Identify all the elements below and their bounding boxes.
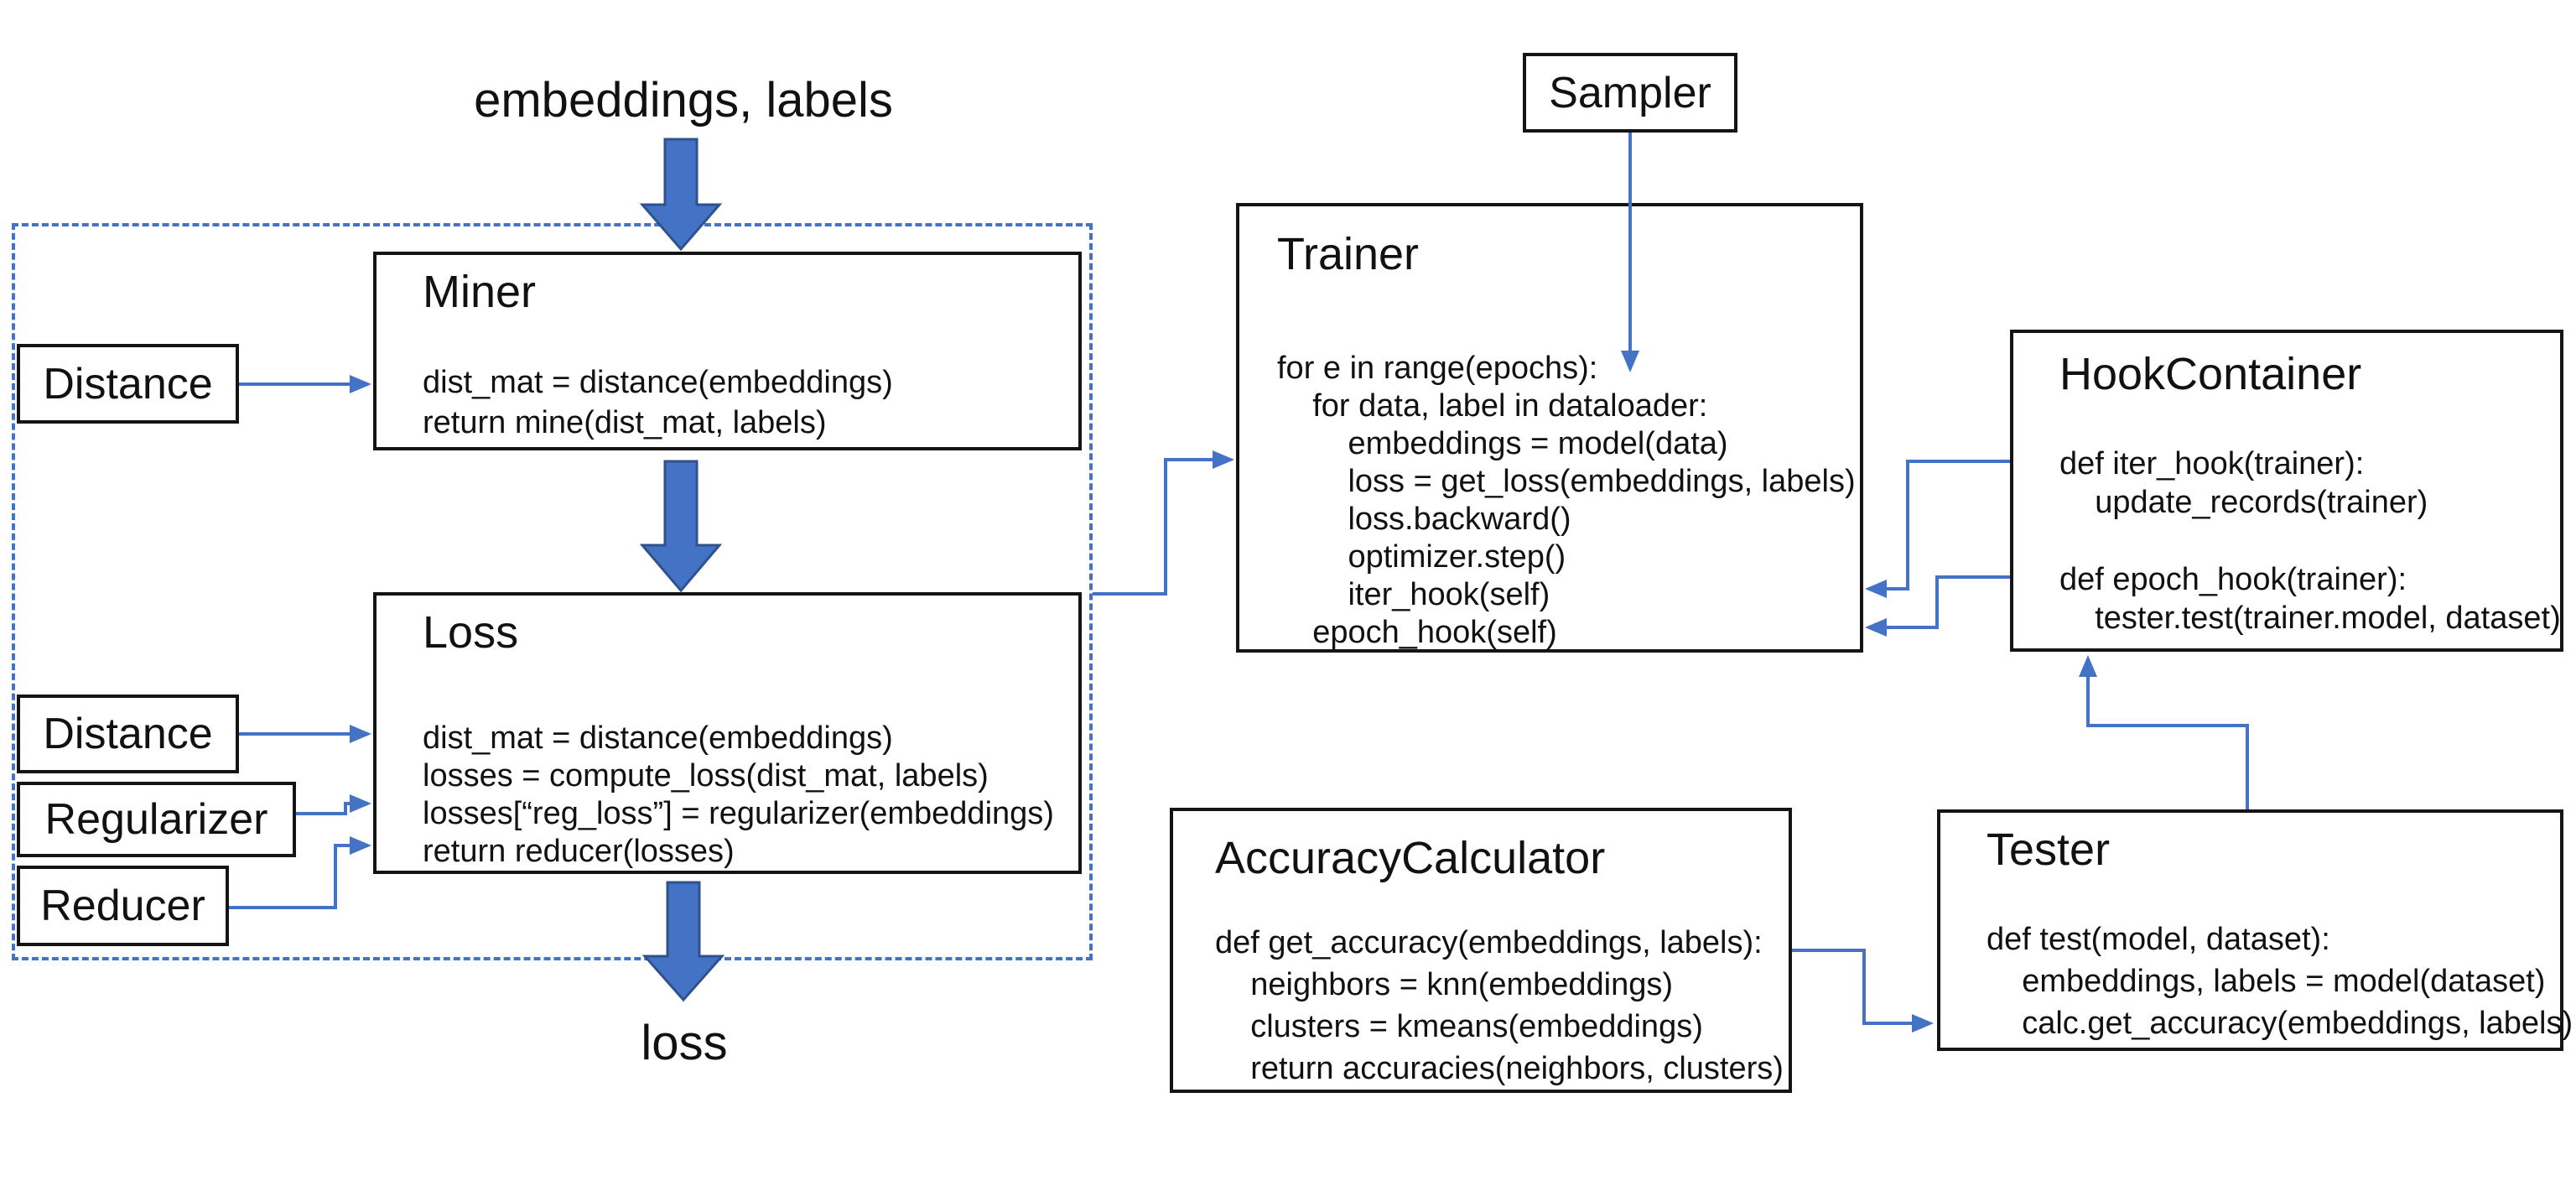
miner-box: Miner dist_mat = distance(embeddings) re…: [373, 252, 1082, 450]
miner-title: Miner: [423, 267, 537, 317]
trainer-code: for e in range(epochs): for data, label …: [1277, 350, 1860, 652]
code-line: epoch_hook(self): [1277, 615, 1557, 650]
trainer-title: Trainer: [1277, 229, 1420, 279]
flow-output-label: loss: [641, 1016, 728, 1070]
code-line: iter_hook(self): [1277, 577, 1550, 612]
distance-label: Distance: [43, 710, 213, 758]
connector-accuracy-to-tester: [1792, 949, 1934, 1033]
code-line: [2059, 522, 2560, 560]
code-line: dist_mat = distance(embeddings): [423, 721, 893, 756]
code-line: embeddings = model(data): [1277, 426, 1728, 461]
connector-tester-to-hook: [2079, 655, 2249, 809]
code-line: return accuracies(neighbors, clusters): [1215, 1051, 1784, 1086]
connector-loss-module-to-trainer: [1093, 450, 1234, 596]
code-line: for e in range(epochs):: [1277, 351, 1598, 386]
sampler-box: Sampler: [1523, 53, 1737, 133]
code-line: losses[“reg_loss”] = regularizer(embeddi…: [423, 796, 1054, 831]
distance-box-miner: Distance: [17, 344, 239, 424]
code-line: def get_accuracy(embeddings, labels):: [1215, 925, 1763, 960]
reducer-label: Reducer: [40, 882, 205, 930]
distance-label: Distance: [43, 359, 213, 408]
regularizer-label: Regularizer: [44, 795, 268, 844]
hook-container-title: HookContainer: [2059, 349, 2362, 399]
accuracy-calculator-title: AccuracyCalculator: [1215, 833, 1606, 883]
code-line: update_records(trainer): [2059, 485, 2428, 520]
code-line: dist_mat = distance(embeddings): [423, 365, 893, 400]
code-line: clusters = kmeans(embeddings): [1215, 1009, 1703, 1044]
tester-title: Tester: [1987, 825, 2111, 875]
accuracy-calculator-code: def get_accuracy(embeddings, labels): ne…: [1215, 922, 1789, 1090]
tester-box: Tester def test(model, dataset): embeddi…: [1937, 809, 2573, 1051]
code-line: return reducer(losses): [423, 834, 735, 869]
code-line: neighbors = knn(embeddings): [1215, 967, 1674, 1002]
flow-input-label: embeddings, labels: [474, 73, 893, 127]
code-line: def test(model, dataset):: [1987, 922, 2330, 957]
loss-title: Loss: [423, 607, 519, 658]
tester-code: def test(model, dataset): embeddings, la…: [1987, 918, 2573, 1044]
hook-container-code: def iter_hook(trainer): update_records(t…: [2059, 445, 2561, 637]
code-line: optimizer.step(): [1277, 539, 1566, 575]
connector-hook-to-trainer-iter: [1865, 460, 2010, 598]
code-line: def epoch_hook(trainer):: [2059, 562, 2407, 597]
regularizer-box: Regularizer: [17, 782, 296, 857]
miner-code: dist_mat = distance(embeddings) return m…: [423, 362, 1078, 443]
code-line: embeddings, labels = model(dataset): [1987, 964, 2546, 999]
code-line: for data, label in dataloader:: [1277, 388, 1708, 424]
distance-box-loss: Distance: [17, 695, 239, 773]
loss-module-dashed-region: [12, 223, 1093, 960]
code-line: return mine(dist_mat, labels): [423, 405, 827, 440]
trainer-box: Trainer for e in range(epochs): for data…: [1236, 203, 1863, 653]
hook-container-box: HookContainer def iter_hook(trainer): up…: [2010, 330, 2563, 652]
code-line: def iter_hook(trainer):: [2059, 446, 2365, 481]
accuracy-calculator-box: AccuracyCalculator def get_accuracy(embe…: [1170, 808, 1792, 1093]
reducer-box: Reducer: [17, 866, 229, 946]
sampler-label: Sampler: [1549, 68, 1711, 117]
loss-code: dist_mat = distance(embeddings) losses =…: [423, 720, 1078, 871]
code-line: calc.get_accuracy(embeddings, labels): [1987, 1006, 2573, 1041]
connector-hook-to-trainer-epoch: [1865, 575, 2010, 637]
loss-box: Loss dist_mat = distance(embeddings) los…: [373, 592, 1082, 874]
code-line: loss.backward(): [1277, 502, 1571, 537]
code-line: loss = get_loss(embeddings, labels): [1277, 464, 1856, 499]
code-line: tester.test(trainer.model, dataset): [2059, 601, 2561, 636]
code-line: losses = compute_loss(dist_mat, labels): [423, 758, 989, 793]
